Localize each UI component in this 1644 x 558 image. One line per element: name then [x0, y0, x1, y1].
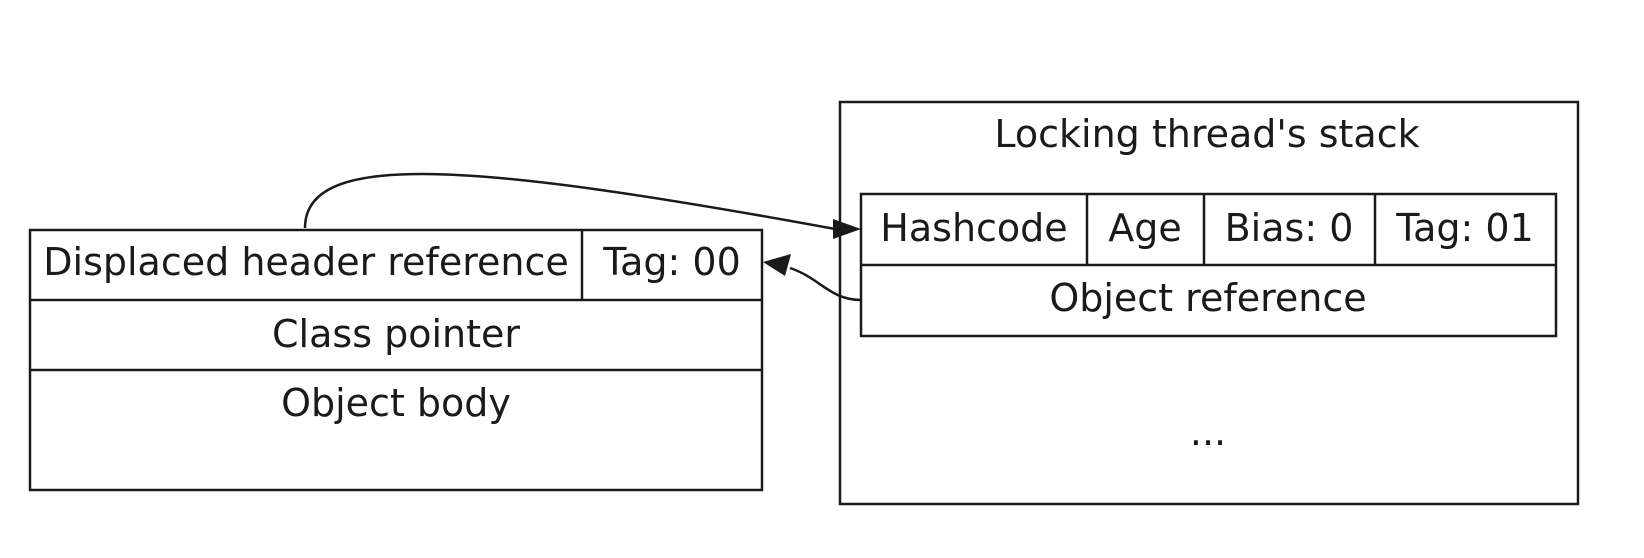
object-reference-arrow: [763, 254, 862, 302]
displaced-header-arrowhead: [833, 219, 861, 239]
object-outer-box: [28, 228, 764, 492]
displaced-header-reference-label: Displaced header reference: [43, 240, 568, 284]
object-diagram: Displaced header reference Tag: 00 Class…: [28, 228, 764, 492]
class-pointer-label: Class pointer: [272, 312, 520, 356]
age-label: Age: [1108, 206, 1182, 250]
object-reference-arrow-curve: [789, 266, 862, 302]
hashcode-label: Hashcode: [880, 206, 1067, 250]
stack-title: Locking thread's stack: [994, 112, 1419, 156]
stack-diagram: Locking thread's stack Hashcode Age Bias…: [838, 100, 1580, 506]
object-reference-arrowhead: [763, 254, 791, 276]
stack-tag-label: Tag: 01: [1395, 206, 1534, 250]
displaced-header-arrow-curve: [303, 172, 836, 231]
object-body-label: Object body: [281, 381, 511, 425]
stack-ellipsis: ...: [1190, 410, 1226, 454]
displaced-header-arrow: [303, 172, 861, 239]
bias-label: Bias: 0: [1225, 206, 1354, 250]
object-reference-label: Object reference: [1049, 276, 1366, 320]
object-tag-label: Tag: 00: [602, 240, 741, 284]
